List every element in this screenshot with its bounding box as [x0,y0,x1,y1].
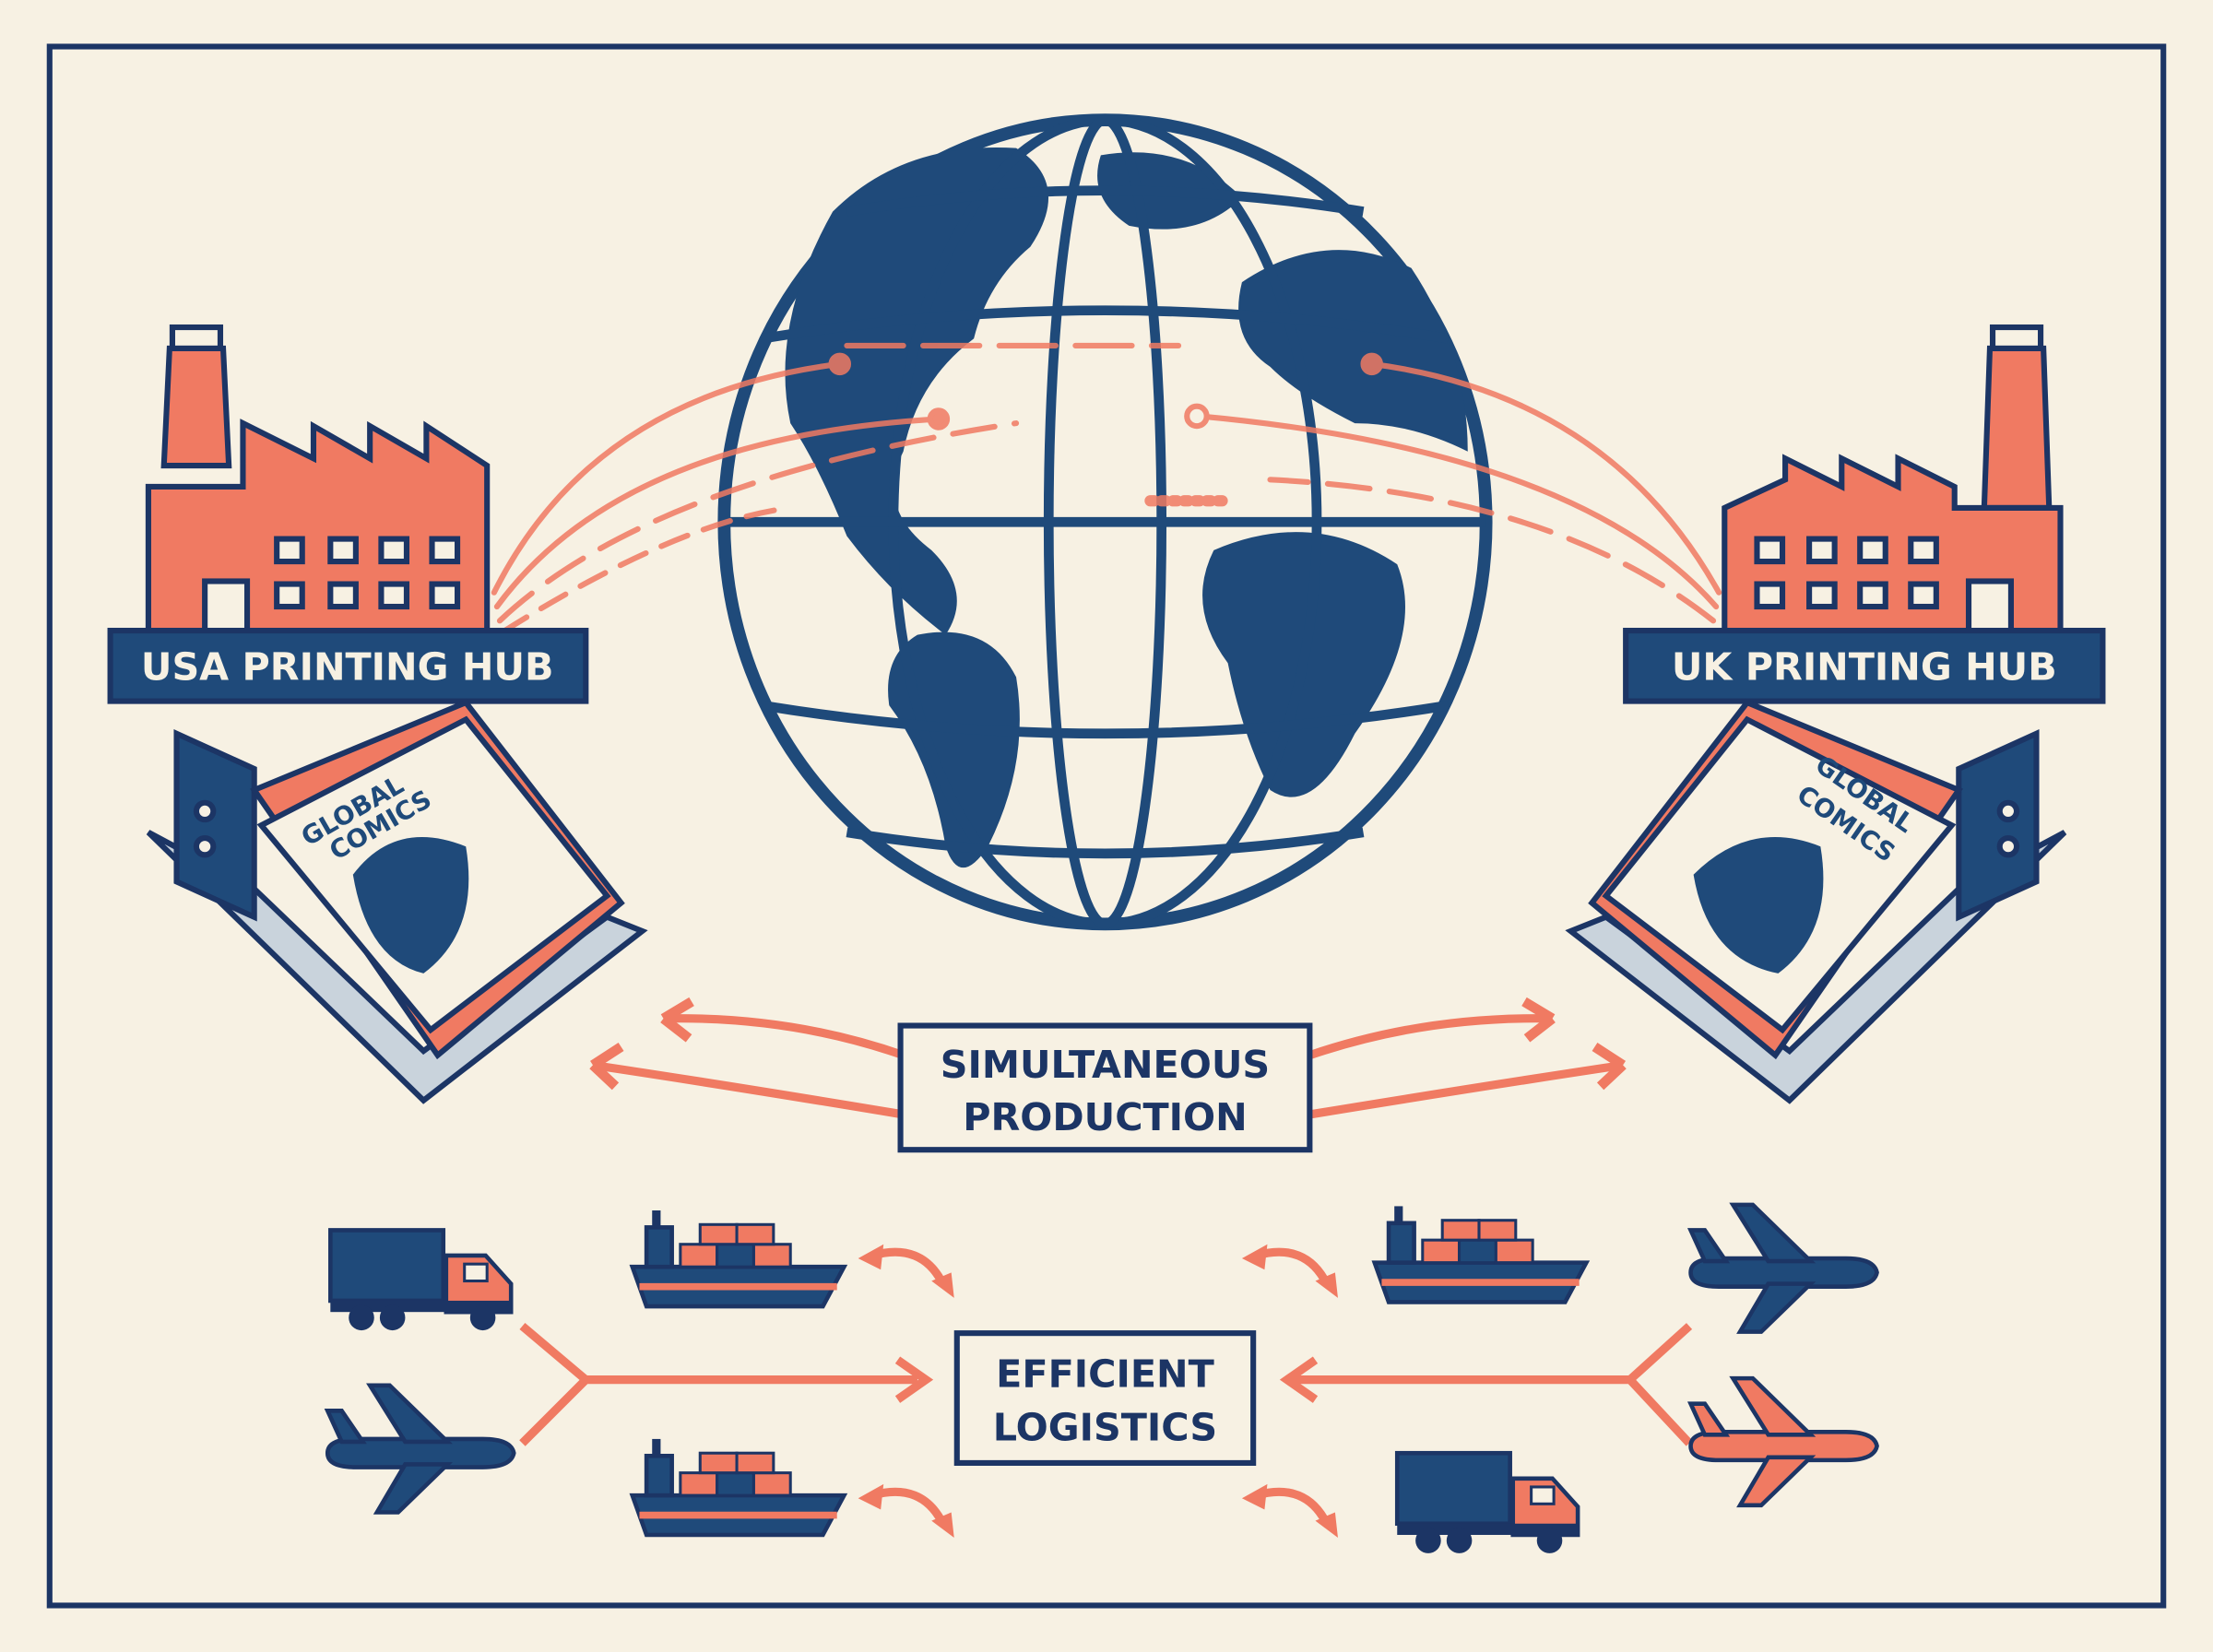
double-arrow-icon [1242,1484,1338,1538]
uk-hub-banner: UK PRINTING HUB [1623,627,2106,704]
truck-icon [1397,1453,1578,1553]
usa-hub: USA PRINTING HUB GLOBAL COMICS [107,324,648,1104]
logistics-arrows [519,1322,1693,1446]
uk-hub-label: UK PRINTING HUB [1672,645,2057,690]
usa-hub-label: USA PRINTING HUB [141,645,554,690]
simultaneous-production-box: SIMULTANEOUS PRODUCTION [897,1022,1313,1153]
truck-icon [330,1230,511,1330]
production-line-1: SIMULTANEOUS [941,1043,1270,1087]
airplane-icon [327,1386,514,1513]
efficient-logistics-box: EFFICIENT LOGISTICS [953,1330,1257,1466]
network-arcs [491,342,1722,635]
globe-icon [717,113,1493,931]
logistics-line-1: EFFICIENT [996,1351,1214,1396]
usa-hub-banner: USA PRINTING HUB [107,627,589,704]
airplane-icon [1691,1378,1877,1505]
printing-press-icon: GLOBAL COMICS [146,699,648,1104]
logistics-line-2: LOGISTICS [993,1405,1217,1449]
uk-hub: UK PRINTING HUB GLOBAL COMICS [1565,324,2106,1104]
airplane-icon [1691,1205,1877,1332]
double-arrow-icon [858,1484,954,1538]
cargo-ship-icon [633,1439,845,1535]
production-arrows [589,997,1627,1119]
comic-book-icon: GLOBAL COMICS [256,715,611,1034]
outer-frame [46,43,2167,1609]
factory-icon [145,324,491,638]
cargo-ship-icon [1375,1206,1587,1302]
production-line-2: PRODUCTION [963,1095,1248,1139]
printing-press-icon: GLOBAL COMICS [1565,699,2067,1104]
double-arrow-icon [858,1245,954,1298]
cargo-ship-icon [633,1210,845,1306]
double-arrow-icon [1242,1245,1338,1298]
factory-icon [1722,324,2064,638]
